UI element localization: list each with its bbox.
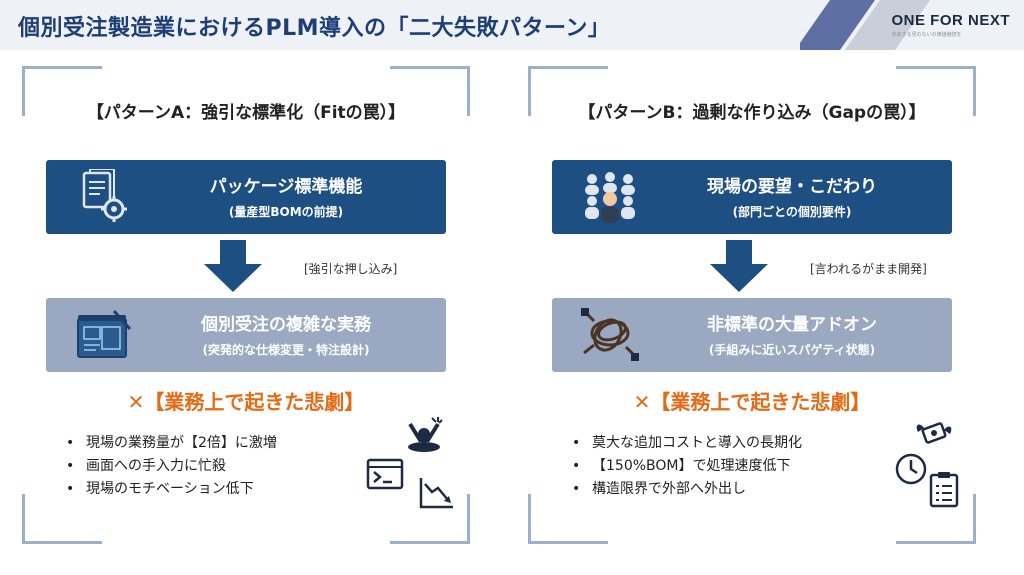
down-arrow-icon [204, 240, 262, 292]
pattern-a-panel: 【パターンA：強引な標準化（Fitの罠）】 パッケージ標準機能 (量産型BOMの… [22, 66, 470, 544]
exhausted-worker-icon [408, 417, 443, 452]
list-item: 莫大な追加コストと導入の長期化 [570, 432, 802, 455]
list-item: 現場のモチベーション低下 [64, 478, 277, 501]
blueprint-icon [77, 310, 132, 358]
header-bar: 個別受注製造業におけるPLM導入の「二大失敗パターン」 ONE FOR NEXT… [0, 0, 1024, 50]
pattern-a-title: 【パターンA：強引な標準化（Fitの罠）】 [86, 103, 406, 123]
frame-corner [390, 494, 470, 544]
page-title: 個別受注製造業におけるPLM導入の「二大失敗パターン」 [18, 16, 611, 41]
list-item: 現場の業務量が【2倍】に激増 [64, 432, 277, 455]
arrow-note: [強引な押し込み] [304, 262, 398, 276]
box-heading: パッケージ標準機能 [209, 177, 363, 197]
frame-corner [528, 66, 608, 116]
pattern-b-title: 【パターンB：過剰な作り込み（Gapの罠）】 [578, 103, 926, 123]
frame-corner [390, 66, 470, 116]
addon-box: 非標準の大量アドオン (手組みに近いスパゲティ状態) [552, 298, 952, 372]
package-standard-box: パッケージ標準機能 (量産型BOMの前提) [46, 160, 446, 234]
tangled-cable-icon [581, 308, 639, 361]
flying-money-icon [916, 422, 952, 444]
custom-order-box: 個別受注の複雑な実務 (突発的な仕様変更・特注設計) [46, 298, 446, 372]
field-requests-box: 現場の要望・こだわり (部門ごとの個別要件) [552, 160, 952, 234]
box-heading: 個別受注の複雑な実務 [201, 315, 371, 335]
frame-corner [896, 66, 976, 116]
tragedy-heading: ✕【業務上で起きた悲劇】 [633, 390, 871, 414]
frame-corner [22, 66, 102, 116]
arrow-note: [言われるがまま開発] [810, 262, 927, 276]
box-subheading: (部門ごとの個別要件) [732, 205, 852, 219]
terminal-window-icon [366, 458, 404, 490]
list-item: 画面への手入力に忙殺 [64, 455, 277, 478]
frame-corner [896, 494, 976, 544]
box-subheading: (手組みに近いスパゲティ状態) [708, 343, 876, 357]
document-gear-icon [82, 169, 127, 222]
list-item: 構造限界で外部へ外出し [570, 478, 802, 501]
tragedy-heading: ✕【業務上で起きた悲劇】 [127, 390, 365, 414]
tragedy-list: 現場の業務量が【2倍】に激増 画面への手入力に忙殺 現場のモチベーション低下 [64, 432, 277, 501]
declining-chart-icon [419, 478, 453, 509]
brand-name: ONE FOR NEXT [891, 12, 1010, 29]
header-stripe-decoration [800, 0, 930, 50]
tragedy-list: 莫大な追加コストと導入の長期化 【150%BOM】で処理速度低下 構造限界で外部… [570, 432, 802, 501]
box-subheading: (量産型BOMの前提) [228, 205, 344, 219]
box-heading: 現場の要望・こだわり [707, 177, 877, 197]
brand-tagline: 未来する見のないの価値継続を [891, 32, 962, 38]
box-subheading: (突発的な仕様変更・特注設計) [202, 343, 370, 357]
frame-corner [528, 494, 608, 544]
clock-icon [895, 453, 927, 485]
list-item: 【150%BOM】で処理速度低下 [570, 455, 802, 478]
checklist-icon [929, 472, 959, 508]
down-arrow-icon [710, 240, 768, 292]
brand-logo: ONE FOR NEXT 未来する見のないの価値継続を [891, 12, 1010, 38]
pattern-b-panel: 【パターンB：過剰な作り込み（Gapの罠）】 現場の要望・こだわり (部門ごとの… [528, 66, 976, 544]
box-heading: 非標準の大量アドオン [707, 315, 877, 335]
frame-corner [22, 494, 102, 544]
people-group-icon [585, 172, 635, 223]
